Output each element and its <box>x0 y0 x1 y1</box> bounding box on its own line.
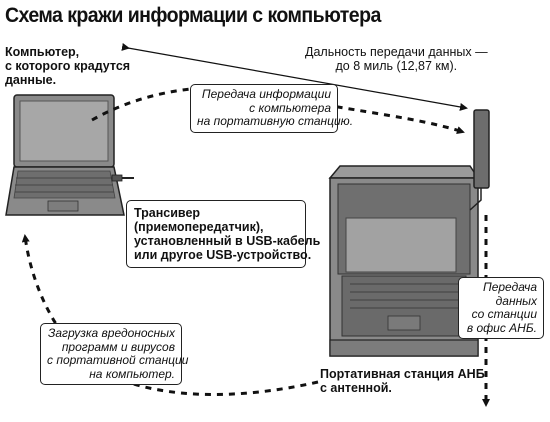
transceiver-line: Трансивер <box>134 206 201 220</box>
transceiver-line: или другое USB-устройство. <box>134 248 312 262</box>
transfer-to-station-line: Передача информации <box>201 87 331 101</box>
transfer-to-office-line: Передача <box>483 280 537 294</box>
station-label-line: с антенной. <box>320 381 392 395</box>
range-label: Дальность передачи данных — до 8 миль (1… <box>305 45 488 73</box>
transfer-to-office-line: со станции <box>471 307 537 321</box>
range-label-line: до 8 миль (12,87 км). <box>335 59 458 73</box>
diagram-title: Схема кражи информации с компьютера <box>5 4 381 27</box>
malware-upload-line: Загрузка вредоносных <box>48 326 175 340</box>
transfer-to-office-line: данных <box>495 293 537 308</box>
transceiver-line: (приемопередатчик), <box>134 220 264 234</box>
malware-upload-line: с портативной станции <box>47 353 189 367</box>
transfer-to-office-line: в офис АНБ. <box>466 320 537 335</box>
station-icon <box>328 165 480 357</box>
computer-label-line: с которого крадутся <box>5 59 131 73</box>
transceiver-box: Трансивер (приемопередатчик), установлен… <box>126 200 321 268</box>
transceiver-line: установленный в USB-кабель <box>134 234 321 248</box>
computer-label: Компьютер, с которого крадутся данные. <box>5 45 130 87</box>
transfer-arrow-top <box>91 85 465 134</box>
transfer-to-station-box: Передача информации с компьютера на порт… <box>190 84 354 133</box>
transfer-to-station-line: на портативную станцию. <box>197 114 354 128</box>
station-label-line: Портативная станция АНБ <box>320 367 485 381</box>
malware-upload-line: программ и вирусов <box>61 339 175 354</box>
transfer-to-station-line: с компьютера <box>249 100 331 115</box>
range-label-line: Дальность передачи данных — <box>305 45 488 59</box>
computer-label-line: Компьютер, <box>5 45 80 59</box>
computer-label-line: данные. <box>5 73 57 87</box>
transfer-to-office-box: Передача данных со станции в офис АНБ. <box>458 277 544 339</box>
antenna-icon <box>469 109 490 211</box>
laptop-icon <box>5 94 134 216</box>
malware-upload-line: на компьютер. <box>89 366 175 381</box>
malware-upload-box: Загрузка вредоносных программ и вирусов … <box>40 323 189 385</box>
range-arrow <box>121 43 468 111</box>
station-label: Портативная станция АНБ с антенной. <box>320 367 485 395</box>
